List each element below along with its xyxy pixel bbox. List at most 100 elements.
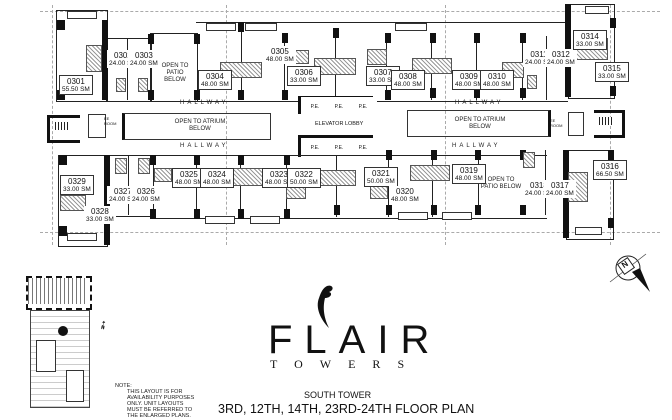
column	[102, 20, 108, 100]
unit-number: 0321	[372, 169, 390, 178]
column	[238, 209, 244, 219]
column	[238, 155, 244, 165]
wall	[241, 22, 243, 100]
site-building	[66, 370, 84, 402]
column	[194, 90, 200, 100]
south-units-outline	[152, 155, 547, 219]
unit-area: 48.00 SM	[394, 81, 422, 88]
column	[520, 33, 526, 43]
unit-number: 0318	[530, 181, 548, 190]
hallway-label: HALLWAY	[180, 143, 229, 149]
unit-area: 24.00 SM	[525, 59, 553, 66]
note-line: THE ENLARGED PLANS.	[127, 413, 191, 419]
grid-line	[40, 11, 660, 12]
unit-number: 0328	[91, 207, 109, 216]
column	[59, 155, 67, 165]
unit-area: 66.50 SM	[596, 171, 624, 178]
unit-number: 0305	[271, 47, 289, 56]
note-line: ONLY. UNIT LAYOUTS	[127, 401, 184, 407]
tower-footprint	[28, 278, 86, 304]
balcony	[206, 23, 236, 31]
column	[238, 90, 244, 100]
unit-number: 0311	[530, 50, 548, 59]
unit-area: 33.00 SM	[86, 216, 114, 223]
wall	[432, 155, 434, 217]
wall	[336, 155, 338, 217]
shaft	[568, 112, 584, 136]
balcony	[67, 11, 97, 19]
column	[194, 209, 200, 219]
unit-area: 48.00 SM	[265, 179, 293, 186]
unit-number: 0323	[270, 170, 288, 179]
unit-number: 0322	[295, 170, 313, 179]
stair-west	[47, 115, 80, 143]
balcony	[398, 212, 428, 220]
unit-area: 48.00 SM	[391, 196, 419, 203]
unit-area: 24.00 SM	[130, 60, 158, 67]
bath-fixture	[115, 158, 127, 174]
note-line: MUST BE REFERRED TO	[127, 407, 193, 413]
unit-number: 0315	[603, 64, 621, 73]
floor-plan-title: 3RD, 12TH, 14TH, 23RD-24TH FLOOR PLAN	[218, 402, 475, 416]
note-heading: NOTE:	[115, 383, 132, 389]
unit-area: 50.00 SM	[290, 179, 318, 186]
column	[150, 155, 156, 165]
column	[385, 33, 391, 43]
open-to-atrium-west: OPEN TO ATRIUM BELOW	[174, 119, 226, 132]
atrium-east	[407, 110, 551, 137]
balcony	[585, 6, 609, 14]
column	[282, 33, 288, 43]
wall	[128, 155, 129, 215]
unit-area: 33.00 SM	[369, 77, 397, 84]
column	[386, 150, 392, 160]
open-to-patio-south: OPEN TO PATIO BELOW	[480, 177, 522, 190]
elevator-pe: P.E.	[349, 138, 377, 158]
unit-number: 0308	[399, 72, 417, 81]
kitchen-fixture	[60, 195, 86, 211]
elevator-pe: P.E.	[325, 97, 353, 117]
wall	[284, 34, 286, 100]
unit-number: 0301	[67, 77, 85, 86]
bath-fixture	[138, 158, 150, 174]
balcony	[250, 216, 280, 224]
column	[608, 218, 614, 228]
flair-feather-icon	[313, 284, 335, 330]
highlight-south-tower	[26, 276, 92, 310]
column	[284, 155, 290, 165]
unit-area: 33.00 SM	[63, 186, 91, 193]
elevator-lobby-label: ELEVATOR LOBBY	[315, 121, 364, 127]
column	[430, 33, 436, 43]
column	[334, 205, 340, 215]
grid-line	[226, 5, 227, 245]
column	[57, 90, 65, 100]
site-feature	[58, 326, 68, 336]
grid-line	[610, 5, 611, 245]
column	[194, 34, 200, 44]
unit-area: 24.00 SM	[109, 60, 137, 67]
unit-number: 0317	[551, 181, 569, 190]
unit-area: 48.00 SM	[175, 179, 203, 186]
unit-area: 48.00 SM	[455, 175, 483, 182]
unit-number: 0307	[374, 68, 392, 77]
column	[474, 88, 480, 98]
unit-number: 0312	[552, 50, 570, 59]
column	[431, 205, 437, 215]
unit-number: 0327	[114, 187, 132, 196]
unit-number: 0316	[601, 162, 619, 171]
balcony	[67, 233, 97, 241]
unit-number: 0309	[460, 72, 478, 81]
wall	[546, 36, 547, 100]
unit-area: 55.50 SM	[62, 86, 90, 93]
column	[238, 22, 244, 32]
shaft	[88, 114, 106, 138]
column	[148, 34, 154, 44]
unit-number: 0310	[488, 72, 506, 81]
